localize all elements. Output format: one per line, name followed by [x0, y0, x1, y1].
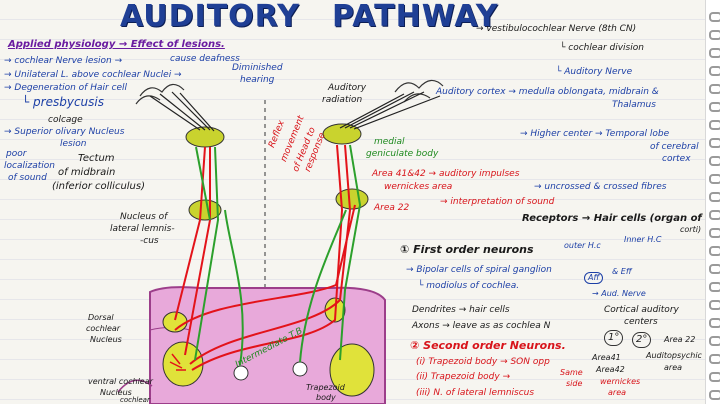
hearing: hearing [240, 75, 275, 85]
wernickes-b: wernickes [600, 377, 641, 386]
area41-b: Area41 [592, 353, 621, 362]
applied-physiology-heading: Applied physiology → Effect of lesions. [8, 39, 225, 50]
radiation-label: radiation [322, 95, 363, 105]
side-label: side [566, 379, 583, 388]
eff-label: & Eff [612, 267, 632, 276]
area-22-b: Area 22 [664, 335, 696, 344]
cause-deafness: cause deafness [170, 54, 240, 64]
cortex: cortex [662, 154, 691, 164]
ventral-cochlear-label: ventral cochlear [88, 377, 153, 386]
secondary-center: 2° [632, 332, 652, 348]
trapezoid-body-label: body [316, 393, 336, 402]
nucleus-label: Nucleus [90, 335, 122, 344]
bipolar-cells: → Bipolar cells of spiral ganglion [406, 265, 552, 275]
nucleus-of-label: Nucleus of [120, 212, 168, 222]
title-auditory: AUDITORY [120, 0, 300, 34]
interpretation-of-sound: → interpretation of sound [440, 197, 555, 207]
auditopsychic: Auditopsychic [646, 351, 702, 360]
spiral-binding [705, 0, 720, 404]
degeneration-hair-cell: → Degeneration of Hair cell [4, 83, 128, 93]
first-order-neurons: ① First order neurons [400, 243, 534, 256]
colcage: colcage [48, 115, 83, 125]
corti: corti) [680, 225, 702, 234]
modiolus: └ modiolus of cochlea. [418, 281, 520, 291]
dendrites: Dendrites → hair cells [412, 305, 510, 315]
of-midbrain-label: of midbrain [58, 167, 116, 178]
aud-nerve-2: → Aud. Nerve [592, 289, 646, 298]
auditory-nerve: └ Auditory Nerve [556, 67, 633, 77]
cochlear-division: └ cochlear division [560, 43, 644, 53]
higher-center: → Higher center → Temporal lobe [520, 129, 670, 139]
geniculate-body-label: geniculate body [366, 149, 439, 159]
title-pathway: PATHWAY [332, 0, 499, 34]
presbycusis: └ presbycusis [22, 95, 104, 109]
area-22: Area 22 [374, 203, 410, 213]
ventral-nucleus-label: Nucleus [100, 388, 132, 397]
cochlear-nerve-lesion: → cochlear Nerve lesion → [4, 56, 123, 66]
lesion-label: lesion [60, 139, 87, 149]
axons: Axons → leave as as cochlea N [412, 321, 551, 331]
area-41-42: Area 41&42 → auditory impulses [372, 169, 520, 179]
mgb-right [322, 123, 362, 145]
diminished: Diminished [232, 63, 283, 73]
poor: poor [6, 149, 27, 159]
lateral-lemniscus-n: (iii) N. of lateral lemniscus [416, 388, 535, 398]
thalamus: Thalamus [612, 100, 656, 110]
same-label: Same [560, 368, 583, 377]
son-right [292, 361, 308, 377]
auditory-cortex-note: Auditory cortex → medulla oblongata, mid… [436, 87, 659, 97]
lateral-lemniscus-label: lateral lemnis- [110, 224, 175, 234]
medial-label: medial [374, 137, 405, 147]
of-cerebral: of cerebral [650, 142, 699, 152]
localization: localization [4, 161, 55, 171]
wernickes-area: wernickes area [384, 182, 453, 192]
aff-label: Aff [584, 272, 604, 284]
receptors: Receptors → Hair cells (organ of [522, 213, 702, 224]
cortical-auditory: Cortical auditory [604, 305, 679, 315]
auditopsychic-area: area [664, 363, 683, 372]
of-sound: of sound [8, 173, 47, 183]
trapezoid-label: Trapezoid [306, 383, 345, 392]
inferior-colliculus-label: (inferior colliculus) [52, 181, 146, 192]
tectum-label: Tectum [78, 153, 115, 164]
superior-olivary-lesion: → Superior olivary Nucleus [4, 127, 125, 137]
unilateral-lesion: → Unilateral L. above cochlear Nuclei → [4, 70, 182, 80]
lateral-lemniscus-left [188, 199, 222, 221]
trapezoid-same: (ii) Trapezoid body → [416, 372, 511, 382]
centers: centers [624, 317, 658, 327]
cus-label: -cus [140, 236, 159, 246]
outer-hc: outer H.c [564, 241, 601, 250]
auditory-radiation-label: Auditory [328, 83, 367, 93]
area-b: area [608, 388, 627, 397]
dorsal-label: Dorsal [88, 313, 114, 322]
uncrossed-crossed: → uncrossed & crossed fibres [534, 182, 667, 192]
inner-hc: Inner H.C [624, 235, 662, 244]
cochlear-label: cochlear [86, 324, 121, 333]
primary-center: 1° [604, 330, 624, 346]
second-order-neurons: ② Second order Neurons. [410, 339, 566, 352]
son-left [233, 365, 249, 381]
cochlea-label: cochlear [120, 396, 150, 404]
area42-b: Area42 [596, 365, 625, 374]
trapezoid-son: (i) Trapezoid body → SON opp [416, 357, 550, 367]
vestibulocochlear-nerve: → vestibulocochlear Nerve (8th CN) [476, 24, 637, 34]
